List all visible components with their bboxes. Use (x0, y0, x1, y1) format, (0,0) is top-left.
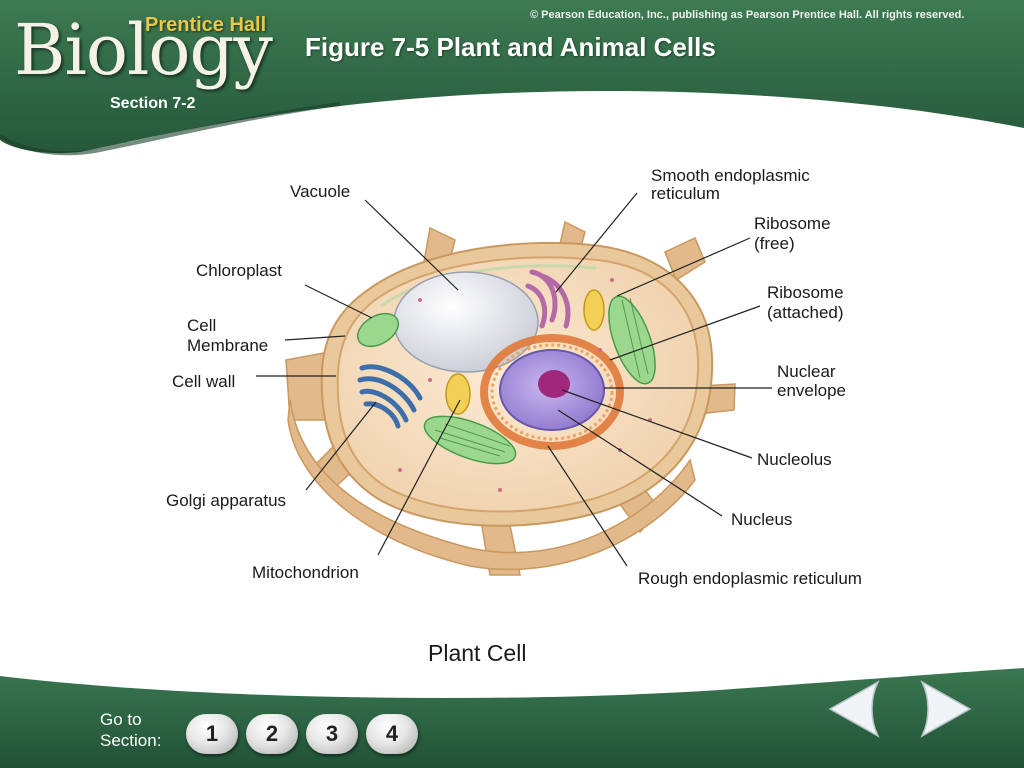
right-arrow-icon[interactable] (910, 678, 974, 740)
label-mitochondrion: Mitochondrion (252, 563, 359, 582)
label-ribosome-free-line1: Ribosome (754, 214, 831, 233)
label-ribosome-attached-line2: (attached) (767, 303, 844, 322)
label-golgi: Golgi apparatus (166, 491, 287, 510)
section-label: Section 7-2 (110, 95, 196, 112)
rough-er (480, 334, 624, 450)
label-cell-membrane-line1: Cell (187, 316, 217, 335)
label-cell-wall: Cell wall (172, 372, 236, 391)
smooth-er (525, 269, 571, 329)
label-nuclear-envelope-line2: envelope (777, 381, 847, 400)
chloroplast (356, 295, 656, 465)
goto-line2: Section: (100, 731, 162, 750)
logo-publisher: Prentice Hall (145, 14, 267, 36)
label-nuclear-envelope-line1: Nuclear (777, 362, 836, 381)
label-nucleus: Nucleus (731, 510, 793, 529)
label-smooth-er-line1: Smooth endoplasmic (651, 166, 810, 185)
label-rough-er: Rough endoplasmic reticulum (638, 569, 862, 588)
label-nucleolus: Nucleolus (757, 450, 832, 469)
logo-wordmark: Biology (14, 9, 273, 91)
section-4-button[interactable]: 4 (366, 714, 418, 754)
golgi-apparatus (357, 364, 423, 429)
label-vacuole: Vacuole (290, 182, 351, 201)
mitochondrion (445, 289, 605, 415)
page-title: Figure 7-5 Plant and Animal Cells (305, 32, 716, 62)
label-cell-membrane-line2: Membrane (187, 336, 269, 355)
goto-line1: Go to (100, 710, 142, 729)
header-banner (0, 0, 1024, 156)
label-ribosome-free-line2: (free) (754, 234, 795, 253)
vacuole (393, 271, 539, 373)
label-smooth-er-line2: reticulum (651, 184, 720, 203)
section-2-button[interactable]: 2 (246, 714, 298, 754)
goto-section-label: Go to Section: (100, 709, 161, 751)
label-ribosome-attached-line1: Ribosome (767, 283, 844, 302)
label-chloroplast: Chloroplast (196, 261, 282, 280)
nucleolus (538, 370, 570, 398)
section-3-button[interactable]: 3 (306, 714, 358, 754)
diagram-caption: Plant Cell (428, 640, 527, 666)
left-arrow-icon[interactable] (826, 678, 890, 740)
section-1-button[interactable]: 1 (186, 714, 238, 754)
leader-lines (256, 192, 772, 567)
copyright-notice: © Pearson Education, Inc., publishing as… (530, 9, 965, 21)
ribosomes (398, 278, 652, 492)
